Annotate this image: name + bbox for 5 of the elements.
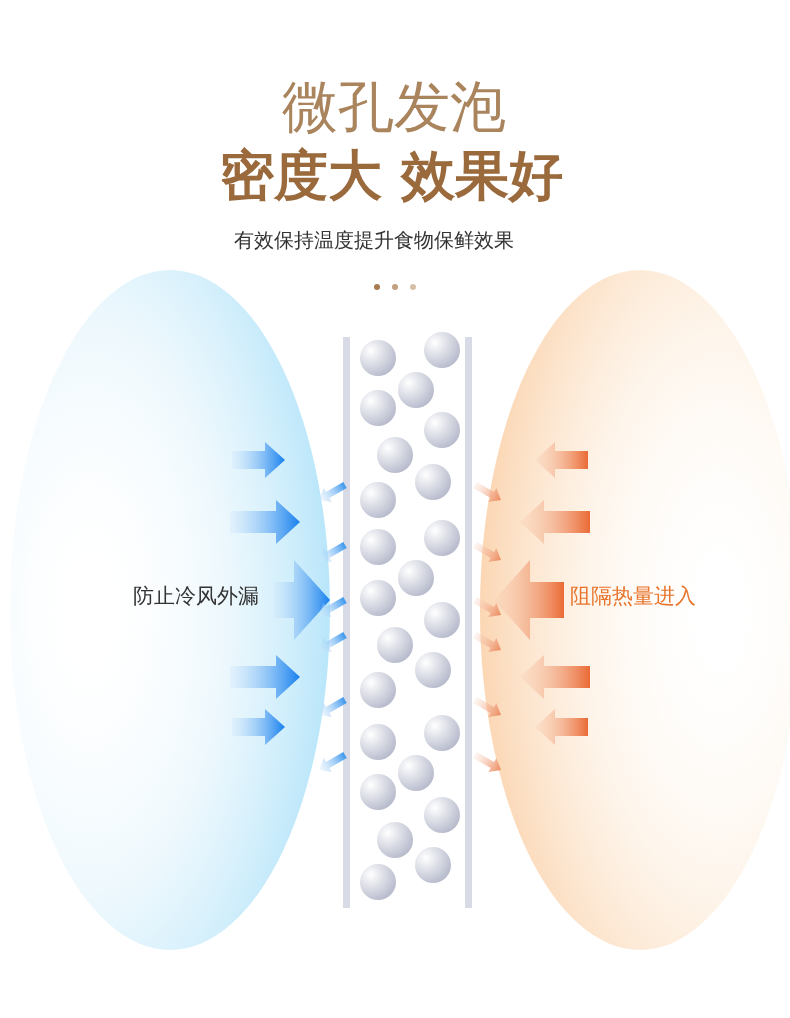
side-label: 防止冷风外漏 (133, 583, 259, 610)
heading: 密度大 效果好 (220, 143, 563, 209)
subtitle: 有效保持温度提升食物保鲜效果 (234, 227, 514, 254)
title: 微孔发泡 (282, 73, 506, 141)
side-label: 阻隔热量进入 (570, 583, 696, 610)
